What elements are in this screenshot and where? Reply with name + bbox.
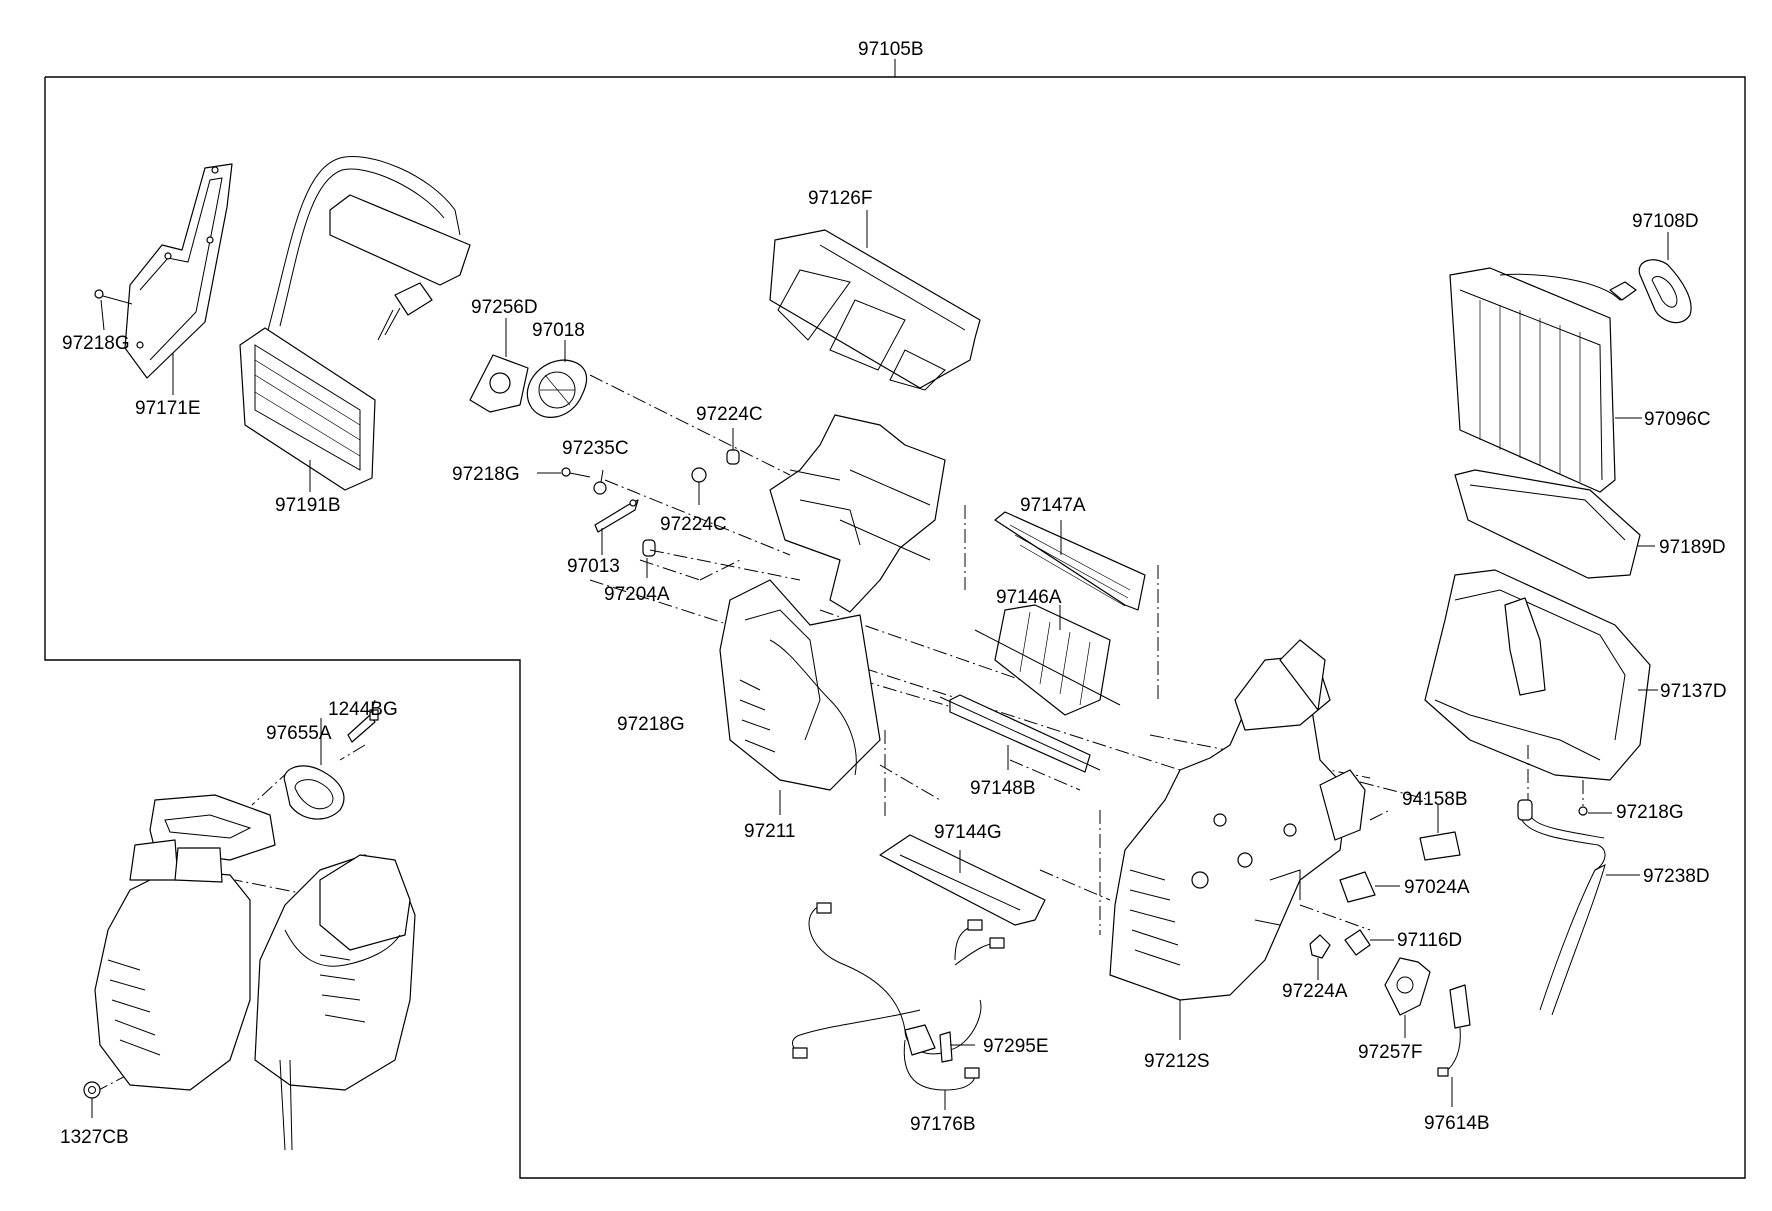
part-97614B-sensor[interactable] xyxy=(1437,984,1471,1077)
part-1327CB-nut[interactable] xyxy=(83,1081,101,1099)
part-97256D-actuator[interactable] xyxy=(469,354,529,413)
label-97116D[interactable]: 97116D xyxy=(1397,930,1462,951)
label-97256D[interactable]: 97256D xyxy=(471,297,538,318)
label-97212S[interactable]: 97212S xyxy=(1144,1051,1210,1072)
part-94158B-sensor[interactable] xyxy=(1419,831,1461,861)
label-97191B[interactable]: 97191B xyxy=(275,495,341,516)
part-97144G-filter[interactable] xyxy=(879,834,1046,926)
label-94158B[interactable]: 94158B xyxy=(1402,789,1468,810)
label-97218G-d[interactable]: 97218G xyxy=(1616,802,1684,823)
label-97224C-a[interactable]: 97224C xyxy=(696,404,763,425)
label-97218G-a[interactable]: 97218G xyxy=(62,333,130,354)
label-97144G[interactable]: 97144G xyxy=(934,822,1002,843)
label-97126F[interactable]: 97126F xyxy=(808,188,872,209)
label-97137D[interactable]: 97137D xyxy=(1660,681,1727,702)
label-97105B[interactable]: 97105B xyxy=(858,39,924,60)
part-97204A-bushing[interactable] xyxy=(642,539,656,557)
part-97218G-screw-c[interactable] xyxy=(1578,806,1588,816)
label-97171E[interactable]: 97171E xyxy=(135,398,201,419)
part-97176B-wiring-harness[interactable] xyxy=(792,902,1005,1091)
part-97224C-bushing-b[interactable] xyxy=(691,467,707,483)
label-97013[interactable]: 97013 xyxy=(567,556,620,577)
label-97238D[interactable]: 97238D xyxy=(1643,866,1710,887)
label-97024A[interactable]: 97024A xyxy=(1404,877,1470,898)
part-97211-blower-case[interactable] xyxy=(719,414,946,791)
part-97238D-drain-hose[interactable] xyxy=(1517,799,1606,1016)
label-97148B[interactable]: 97148B xyxy=(970,778,1036,799)
label-97211[interactable]: 97211 xyxy=(744,821,795,842)
label-97235C[interactable]: 97235C xyxy=(562,438,629,459)
part-97024A-bracket[interactable] xyxy=(1339,871,1376,903)
part-97147A-door[interactable] xyxy=(994,511,1146,611)
label-97176B[interactable]: 97176B xyxy=(910,1114,976,1135)
part-97013-lever[interactable] xyxy=(594,499,639,533)
label-97295E[interactable]: 97295E xyxy=(983,1036,1049,1057)
label-97224A[interactable]: 97224A xyxy=(1282,981,1348,1002)
part-97224C-bushing-a[interactable] xyxy=(726,449,740,465)
part-97235C-clip[interactable] xyxy=(593,481,607,495)
part-97655A-gasket[interactable] xyxy=(283,765,345,820)
part-97257F-actuator[interactable] xyxy=(1384,957,1431,1016)
assembly-frame xyxy=(44,59,1746,1179)
part-1244BG-bolt[interactable] xyxy=(347,709,379,743)
part-97218G-screw-b[interactable] xyxy=(561,467,591,478)
part-97148B-door[interactable] xyxy=(939,694,1101,773)
part-97018-cover[interactable] xyxy=(526,359,587,418)
label-97218G-c[interactable]: 97218G xyxy=(617,714,685,735)
label-97218G-b[interactable]: 97218G xyxy=(452,464,520,485)
label-97096C[interactable]: 97096C xyxy=(1644,409,1711,430)
part-97108D-grommet[interactable] xyxy=(1638,259,1692,324)
label-97146A[interactable]: 97146A xyxy=(996,587,1062,608)
label-97204A[interactable]: 97204A xyxy=(604,584,670,605)
label-97189D[interactable]: 97189D xyxy=(1659,537,1726,558)
label-1244BG[interactable]: 1244BG xyxy=(328,699,398,720)
label-97018[interactable]: 97018 xyxy=(532,320,585,341)
part-97212S-heater-case[interactable] xyxy=(1109,639,1366,1001)
part-assembled-hvac-unit[interactable] xyxy=(94,794,416,1151)
label-97224C-b[interactable]: 97224C xyxy=(660,514,727,535)
label-97257F[interactable]: 97257F xyxy=(1358,1042,1422,1063)
part-97126F-filter-frame[interactable] xyxy=(769,229,981,391)
label-97655A[interactable]: 97655A xyxy=(266,723,332,744)
label-97147A[interactable]: 97147A xyxy=(1020,495,1086,516)
part-97218G-screw-a[interactable] xyxy=(94,289,133,305)
label-1327CB[interactable]: 1327CB xyxy=(60,1127,129,1148)
part-labels: 97218G 97171E 97191B 97256D 97018 97224C… xyxy=(60,188,1727,1148)
part-97146A-door[interactable] xyxy=(974,604,1121,716)
part-97137D-lower-case[interactable] xyxy=(1424,569,1651,781)
label-97108D[interactable]: 97108D xyxy=(1632,211,1699,232)
part-97116D-link[interactable] xyxy=(1344,929,1371,956)
label-97614B[interactable]: 97614B xyxy=(1424,1113,1490,1134)
part-97224A-bushing[interactable] xyxy=(1309,934,1331,959)
part-97171E-cover[interactable] xyxy=(124,163,233,379)
part-97189D-drain-pan[interactable] xyxy=(1454,469,1641,579)
part-97191B-heater-core[interactable] xyxy=(239,156,471,491)
part-97096C-evaporator[interactable] xyxy=(1449,267,1637,493)
